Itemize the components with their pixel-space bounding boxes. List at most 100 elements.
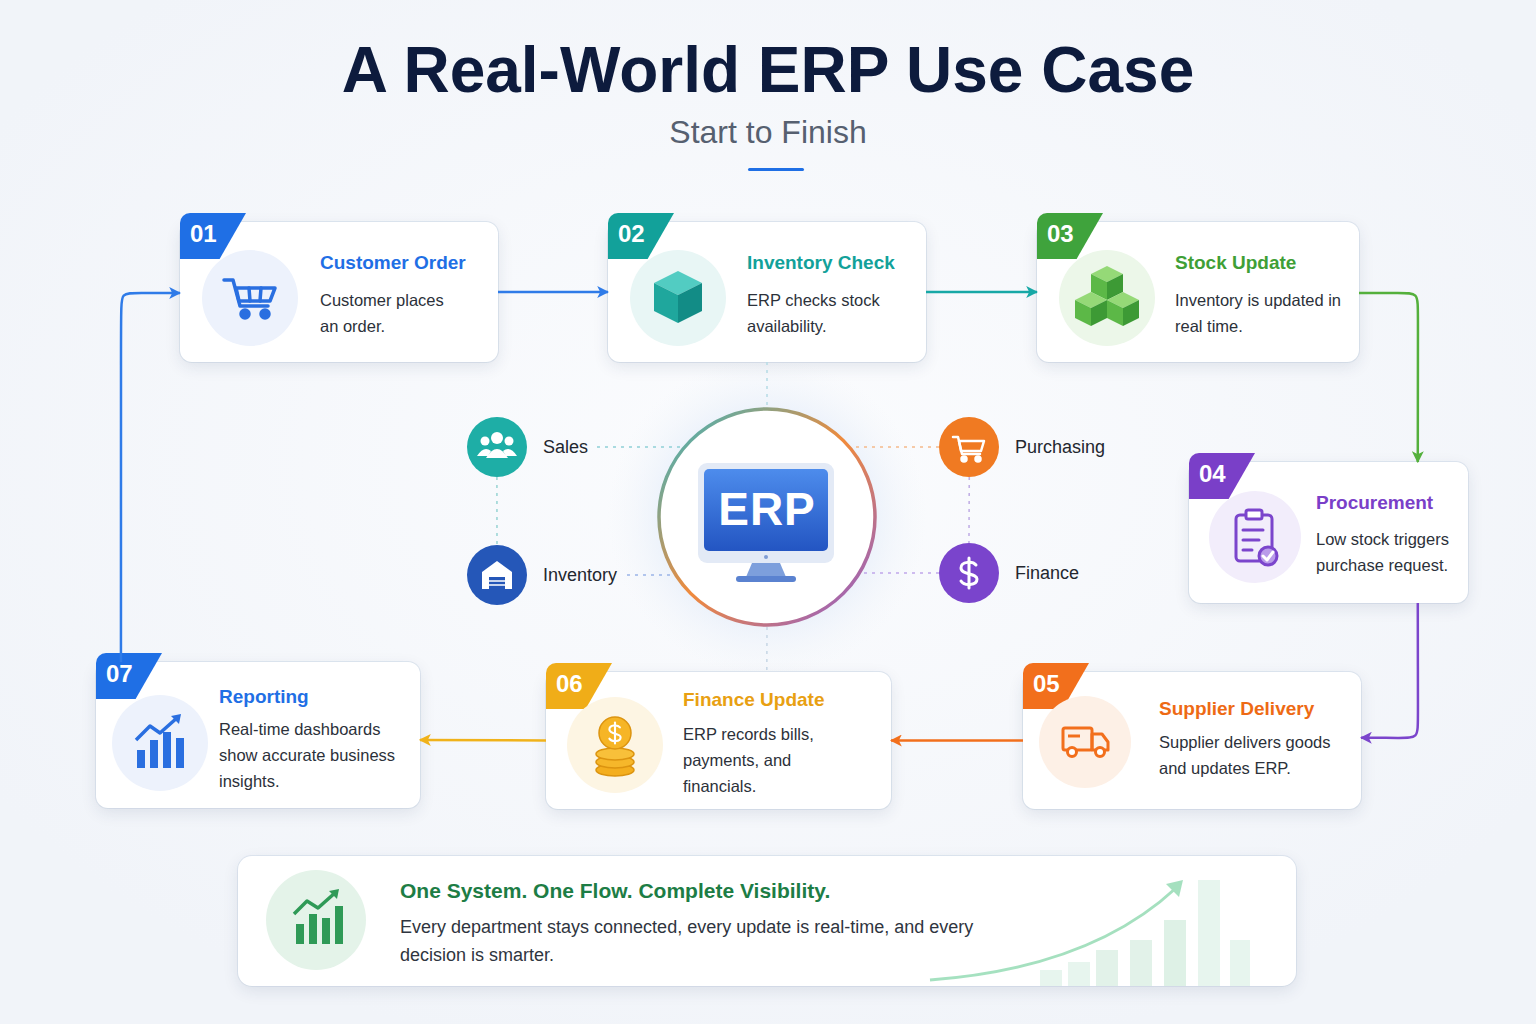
banner-decoration [1096,950,1118,986]
subtitle: Start to Finish [0,112,1536,152]
box-icon [654,271,702,295]
process-box: 03Stock UpdateInventory is updated in re… [1037,222,1359,362]
growth-icon [322,918,330,944]
cart-glyph [962,457,967,462]
cart-icon [236,288,275,301]
dotted-link [862,572,939,574]
warehouse-glyph [482,561,512,589]
warehouse-glyph [489,580,505,582]
flow-arrow [1361,603,1418,738]
truck-icon [1092,734,1108,750]
module-icons [467,417,527,477]
step-number: 07 [106,659,133,689]
computer-monitor [736,576,796,582]
dotted-link [627,574,674,576]
people-glyph [477,449,491,456]
dotted-link [496,477,498,545]
people-glyph [486,449,508,458]
coins-icon [596,756,634,768]
flow-arrow [891,739,1023,742]
step-description: Low stock triggers purchase request. [1316,526,1466,578]
page-title: A Real-World ERP Use Case [0,30,1536,110]
people-glyph [477,432,517,458]
step-title: Supplier Delivery [1159,698,1314,720]
coins-icon [596,717,634,776]
step-title: Reporting [219,686,309,708]
icon-backdrops [630,250,726,346]
cart-icon [224,280,275,318]
banner-decoration [1166,880,1183,897]
process-box: 01Customer OrderCustomer places an order… [180,222,498,362]
step-title: Finance Update [683,689,824,711]
icon-backdrops [1209,491,1301,583]
step-number: 03 [1047,219,1074,249]
cart-icon [224,280,268,306]
box-icon [654,283,678,323]
step-description: Inventory is updated in real time. [1175,287,1350,339]
step-number: 05 [1033,669,1060,699]
growth-icon [309,914,317,944]
step-description: ERP records bills, payments, and financi… [683,721,833,799]
module-label: Sales [543,417,588,477]
truck-icon [1096,748,1105,757]
cubes-icon [1075,292,1107,326]
people-glyph [505,437,514,446]
cubes-icon [1107,292,1139,326]
cart-glyph [976,457,981,462]
icon-backdrops [266,870,366,970]
step-title: Procurement [1316,492,1433,514]
step-description: Supplier delivers goods and updates ERP. [1159,729,1354,781]
coins-icon [609,723,620,744]
banner-decoration [1068,962,1090,986]
chart-icon [136,714,184,768]
flow-arrow [1359,293,1418,462]
icon-backdrops [112,250,1301,970]
warehouse-glyph [489,584,505,586]
chart-icon [176,738,184,768]
cart-icon [249,288,250,301]
summary-banner: One System. One Flow. Complete Visibilit… [238,856,1296,986]
module-icons [939,417,999,477]
chart-icon [150,740,158,768]
module-node: Sales [467,417,597,477]
step-number: 06 [556,669,583,699]
clipboard-icon [1243,549,1252,552]
cart-icon [261,310,269,318]
banner-decoration [1040,970,1062,986]
coins-icon [599,717,631,749]
step-description: ERP checks stock availability. [747,287,907,339]
process-box: 02Inventory CheckERP checks stock availa… [608,222,926,362]
banner-decoration [1130,940,1152,986]
chart-icon [163,732,171,768]
module-label: Inventory [543,545,617,605]
module-node: Purchasing [939,417,1111,477]
growth-icon [294,889,343,944]
banner-decoration [930,888,1176,980]
dollar-glyph [961,558,977,588]
clipboard-icon [1243,539,1259,542]
step-number: 04 [1199,459,1226,489]
process-box: 06Finance UpdateERP records bills, payme… [546,672,891,809]
warehouse-glyph [482,561,512,589]
process-box: 07ReportingReal-time dashboards show acc… [96,662,420,808]
computer-monitor [746,563,786,577]
clipboard-icon [1259,547,1277,565]
warehouse-glyph [489,577,505,589]
chart-icon [136,717,178,740]
banner-decoration [1230,940,1250,986]
clipboard-icon [1243,529,1263,532]
icon-backdrops [1039,696,1131,788]
people-glyph [503,449,517,456]
icon-backdrops [567,697,663,793]
step-description: Customer places an order. [320,287,465,339]
step-title: Inventory Check [747,252,895,274]
cart-glyph [953,437,980,454]
coins-icon [596,748,634,760]
module-label: Finance [1015,543,1079,603]
box-icon [654,271,702,323]
step-title: Stock Update [1175,252,1296,274]
cart-icon [241,310,249,318]
process-box: 05Supplier DeliverySupplier delivers goo… [1023,672,1361,809]
dotted-link [766,627,768,672]
